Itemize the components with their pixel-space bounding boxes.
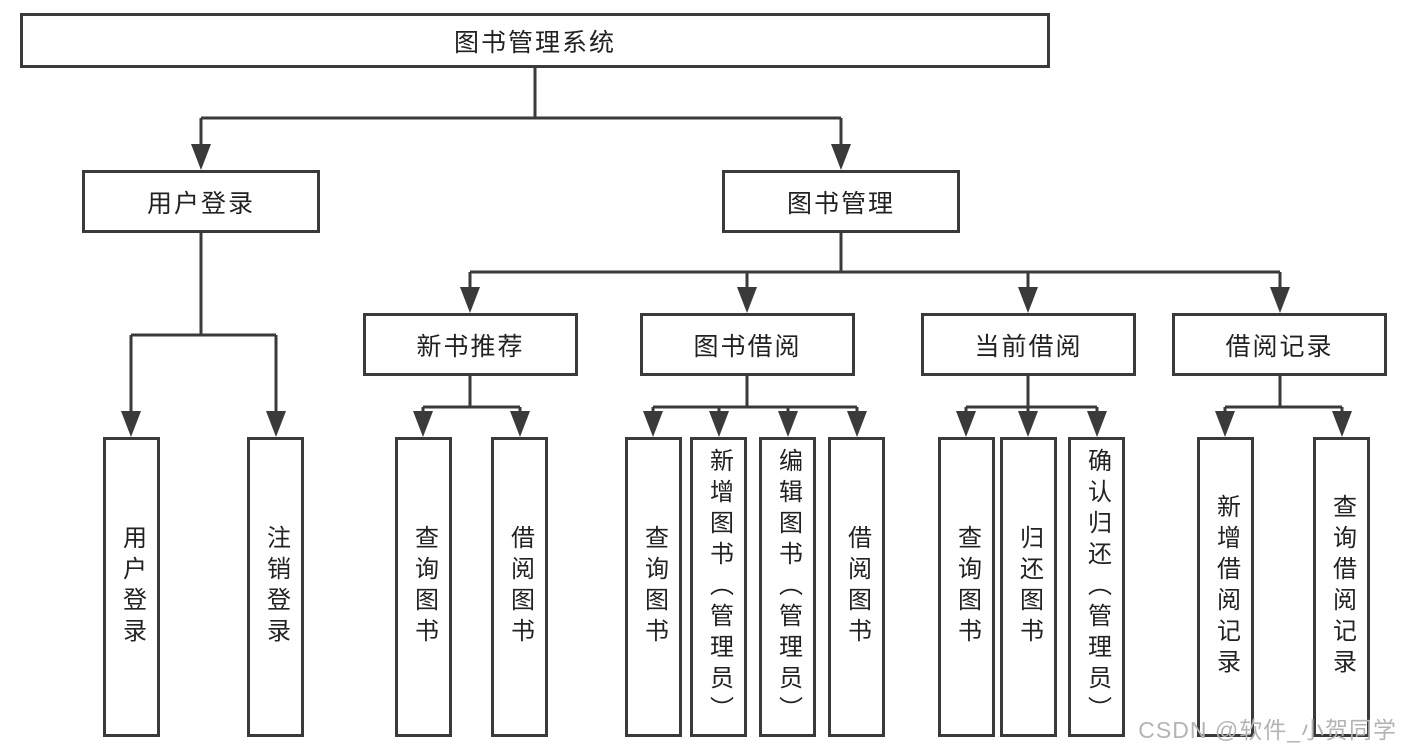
leaf-query-books-borrow: 查询图书 — [625, 437, 682, 737]
arrowheads-currentborrow-leaves — [956, 411, 1107, 437]
leaf-logout-label: 注销登录 — [262, 525, 290, 649]
leaf-borrow-books-recommend-label: 借阅图书 — [506, 525, 534, 649]
node-book-management-label: 图书管理 — [786, 189, 895, 218]
arrowheads-level3 — [460, 287, 1290, 313]
connector-bookborrow-to-leaves — [651, 376, 859, 414]
leaf-logout: 注销登录 — [247, 437, 304, 737]
node-new-book-recommend-label: 新书推荐 — [416, 332, 525, 361]
arrowheads-newbook-leaves — [413, 411, 530, 437]
node-borrow-records: 借阅记录 — [1172, 313, 1387, 376]
leaf-borrow-books-label: 借阅图书 — [843, 525, 871, 649]
leaf-add-borrow-record: 新增借阅记录 — [1197, 437, 1254, 737]
leaf-edit-books-admin-label: 编辑图书（管理员） — [774, 447, 802, 727]
leaf-query-borrow-record-label: 查询借阅记录 — [1328, 494, 1356, 680]
leaf-query-books-recommend: 查询图书 — [395, 437, 452, 737]
arrowheads-borrowrecord-leaves — [1215, 411, 1352, 437]
node-root: 图书管理系统 — [20, 13, 1050, 68]
leaf-borrow-books: 借阅图书 — [828, 437, 885, 737]
connector-root-to-level2 — [199, 68, 843, 146]
leaf-query-borrow-record: 查询借阅记录 — [1313, 437, 1370, 737]
watermark-text: CSDN @软件_小贺同学 — [1138, 717, 1397, 743]
node-current-borrow: 当前借阅 — [921, 313, 1136, 376]
connector-borrowrecord-to-leaves — [1223, 376, 1344, 414]
leaf-query-books-borrow-label: 查询图书 — [640, 525, 668, 649]
leaf-return-books: 归还图书 — [1000, 437, 1057, 737]
arrowheads-level2 — [191, 144, 851, 170]
node-user-login: 用户登录 — [82, 170, 320, 233]
node-book-management: 图书管理 — [722, 170, 960, 233]
leaf-confirm-return-admin: 确认归还（管理员） — [1068, 437, 1125, 737]
node-new-book-recommend: 新书推荐 — [363, 313, 578, 376]
leaf-return-books-label: 归还图书 — [1015, 525, 1043, 649]
leaf-borrow-books-recommend: 借阅图书 — [491, 437, 548, 737]
arrowheads-bookborrow-leaves — [643, 411, 867, 437]
leaf-confirm-return-admin-label: 确认归还（管理员） — [1083, 447, 1111, 727]
node-book-borrow-label: 图书借阅 — [693, 332, 802, 361]
leaf-query-books-current: 查询图书 — [938, 437, 995, 737]
node-book-borrow: 图书借阅 — [640, 313, 855, 376]
leaf-add-books-admin: 新增图书（管理员） — [690, 437, 747, 737]
connector-currentborrow-to-leaves — [964, 376, 1099, 414]
connector-userlogin-to-leaves — [129, 233, 278, 414]
leaf-add-borrow-record-label: 新增借阅记录 — [1212, 494, 1240, 680]
connector-bookmgmt-to-level3 — [468, 233, 1282, 290]
node-root-label: 图书管理系统 — [453, 28, 616, 57]
leaf-query-books-current-label: 查询图书 — [953, 525, 981, 649]
leaf-query-books-recommend-label: 查询图书 — [410, 525, 438, 649]
node-borrow-records-label: 借阅记录 — [1225, 332, 1334, 361]
node-current-borrow-label: 当前借阅 — [974, 332, 1083, 361]
connector-newbook-to-leaves — [421, 376, 522, 414]
leaf-user-login-label: 用户登录 — [118, 525, 146, 649]
arrowheads-userlogin-leaves — [121, 411, 286, 437]
leaf-user-login: 用户登录 — [103, 437, 160, 737]
leaf-add-books-admin-label: 新增图书（管理员） — [705, 447, 733, 727]
node-user-login-label: 用户登录 — [146, 189, 255, 218]
leaf-edit-books-admin: 编辑图书（管理员） — [759, 437, 816, 737]
